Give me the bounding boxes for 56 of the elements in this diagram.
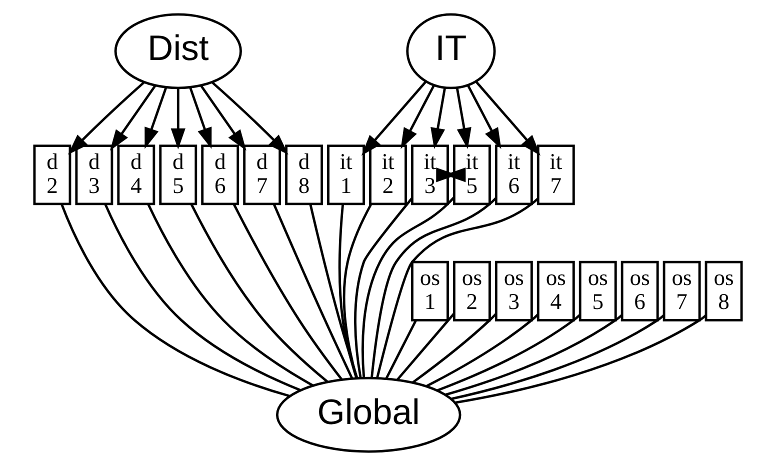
node-box: it 1 (326, 144, 364, 206)
arrow (466, 84, 501, 150)
connector (60, 204, 290, 398)
connector (308, 204, 358, 379)
connector (190, 204, 328, 383)
node-box: os 3 (494, 260, 532, 322)
connector (104, 204, 301, 392)
arrow (210, 81, 288, 155)
connector (232, 204, 342, 380)
node-box: d 3 (74, 144, 113, 206)
node-box: os 8 (704, 260, 742, 322)
connector (338, 204, 358, 379)
node-box: os 7 (662, 260, 700, 322)
connector (426, 314, 538, 388)
connector (450, 314, 664, 400)
node-box: d 7 (242, 144, 281, 206)
node-box: it 3 (410, 144, 448, 206)
arrow (188, 87, 212, 149)
node-box: os 2 (452, 260, 490, 322)
node-box: os 6 (620, 260, 658, 322)
connector (454, 314, 706, 404)
arrow (436, 168, 466, 182)
node-box: d 6 (200, 144, 239, 206)
connector (354, 197, 413, 378)
connector (361, 196, 454, 378)
arrow (200, 85, 246, 151)
connector (272, 204, 353, 380)
node-box: os 4 (536, 260, 574, 322)
connector (342, 204, 372, 378)
arrow (474, 80, 540, 156)
node-box: d 4 (116, 144, 155, 206)
node-box: it 2 (368, 144, 406, 206)
node-box: it 7 (536, 144, 574, 206)
arrow (144, 87, 167, 149)
connector (444, 314, 622, 396)
arrow (430, 87, 446, 149)
arrow (400, 84, 435, 150)
node-box: os 1 (410, 260, 448, 322)
node-box: d 2 (32, 144, 71, 206)
arrow (455, 87, 471, 149)
connector (146, 204, 314, 387)
arrow (170, 88, 185, 150)
connector (370, 197, 496, 378)
node-box: d 8 (284, 144, 323, 206)
node-ellipse: Global (275, 376, 461, 453)
connector (396, 312, 454, 381)
connector (376, 198, 538, 378)
node-box: os 5 (578, 260, 616, 322)
node-box: it 6 (494, 144, 532, 206)
arrow (109, 85, 156, 151)
node-ellipse: Dist (114, 13, 242, 90)
node-box: d 5 (158, 144, 197, 206)
connector (384, 320, 416, 380)
connector (412, 313, 496, 384)
node-ellipse: IT (406, 13, 496, 90)
connector (436, 314, 580, 392)
